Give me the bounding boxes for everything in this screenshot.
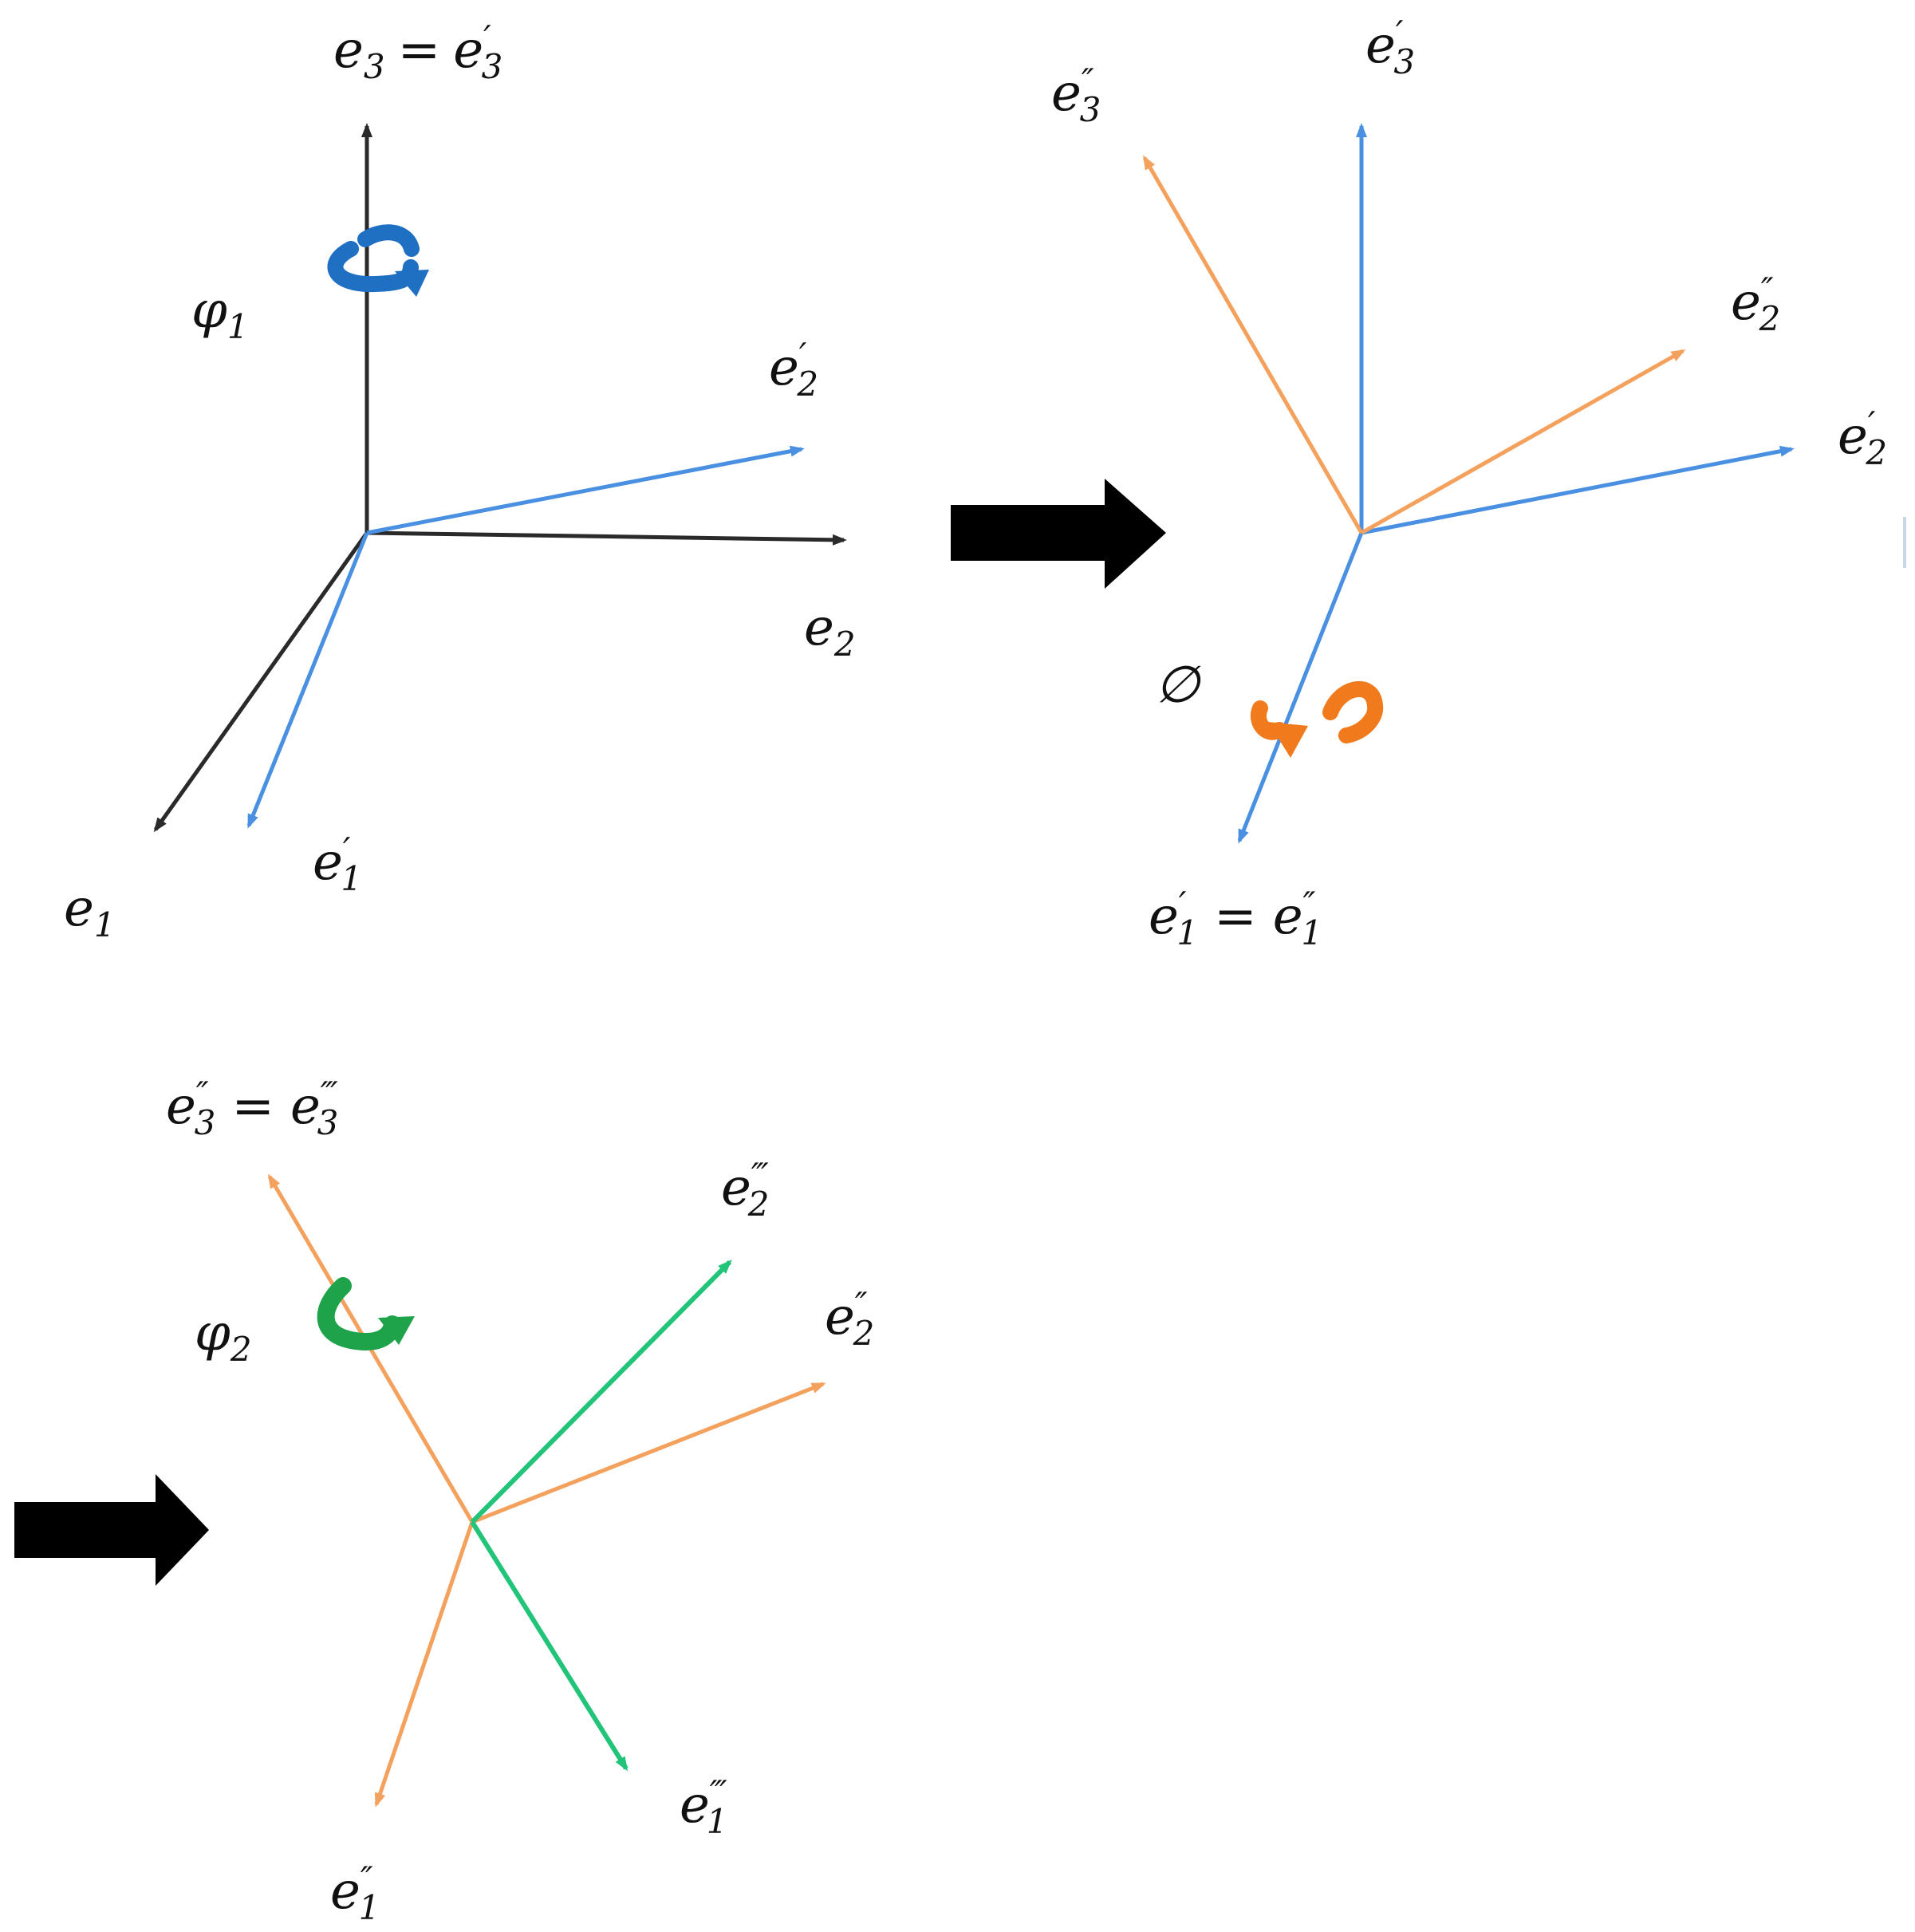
angle-phi1-subscript: 1 xyxy=(227,307,249,346)
axis-e3-double-prime xyxy=(1142,155,1364,534)
label-e2-prime: e′2 xyxy=(769,336,818,404)
step-arrow-2-icon xyxy=(14,1474,209,1586)
label-e2-prime: e′2 xyxy=(1838,404,1887,472)
panel-second-rotation: ∅ e′3 e″3 e″2 e′2 e′1=e″1 xyxy=(1051,14,1906,952)
label-e3-double-prime: e″3 xyxy=(1051,61,1101,129)
axis-e1-triple-prime xyxy=(470,1520,628,1772)
label-e2-triple-prime: e‴2 xyxy=(721,1156,769,1224)
axis-e1 xyxy=(153,531,369,833)
label-e2: e2 xyxy=(804,598,856,664)
label-e3-double-prime-equals-e3-triple-prime: e″3=e‴3 xyxy=(166,1074,338,1142)
axis-e1-prime xyxy=(246,532,369,829)
rotation-arrow-phi-icon xyxy=(1251,680,1384,758)
label-e1: e1 xyxy=(64,879,116,944)
axis-e2 xyxy=(366,530,847,546)
axis-e2-double-prime xyxy=(471,1382,826,1524)
angle-phi2-label: φ2 xyxy=(195,1303,252,1369)
label-e3-equals-e3-prime: e3=e′3 xyxy=(333,18,502,86)
rotation-arrow-phi2-icon xyxy=(317,1277,415,1350)
axis-e2-double-prime xyxy=(1360,349,1686,535)
label-e1-prime: e′1 xyxy=(313,830,362,898)
angle-phi1-symbol: φ xyxy=(191,281,227,340)
panel-third-rotation: φ2 e″3=e‴3 e‴2 e″2 e‴1 e″1 xyxy=(166,1074,874,1927)
axis-e2-triple-prime xyxy=(470,1260,732,1524)
angle-phi1-label: φ1 xyxy=(191,281,249,346)
axis-e2-prime xyxy=(1361,445,1795,535)
step-arrow-1-icon xyxy=(951,479,1166,589)
angle-phi-label: ∅ xyxy=(1155,656,1202,715)
angle-phi2-symbol: φ xyxy=(195,1303,231,1362)
label-e1-prime-equals-e1-double-prime: e′1=e″1 xyxy=(1149,885,1322,952)
label-e2-double-prime: e″2 xyxy=(1731,270,1780,338)
axis-e2-prime xyxy=(366,445,805,535)
rotation-arrow-phi1-icon xyxy=(327,224,429,297)
label-e3-prime: e′3 xyxy=(1365,14,1415,81)
label-e1-triple-prime: e‴1 xyxy=(680,1773,727,1841)
label-e2-double-prime: e″2 xyxy=(825,1285,874,1353)
angle-phi2-subscript: 2 xyxy=(230,1330,252,1369)
panel-first-rotation: φ1 e3=e′3 e′2 e2 e′1 e1 xyxy=(64,18,856,944)
axis-e1-double-prime xyxy=(374,1521,475,1808)
axis-e1-prime xyxy=(1237,532,1364,844)
label-e1-double-prime: e″1 xyxy=(330,1859,380,1927)
